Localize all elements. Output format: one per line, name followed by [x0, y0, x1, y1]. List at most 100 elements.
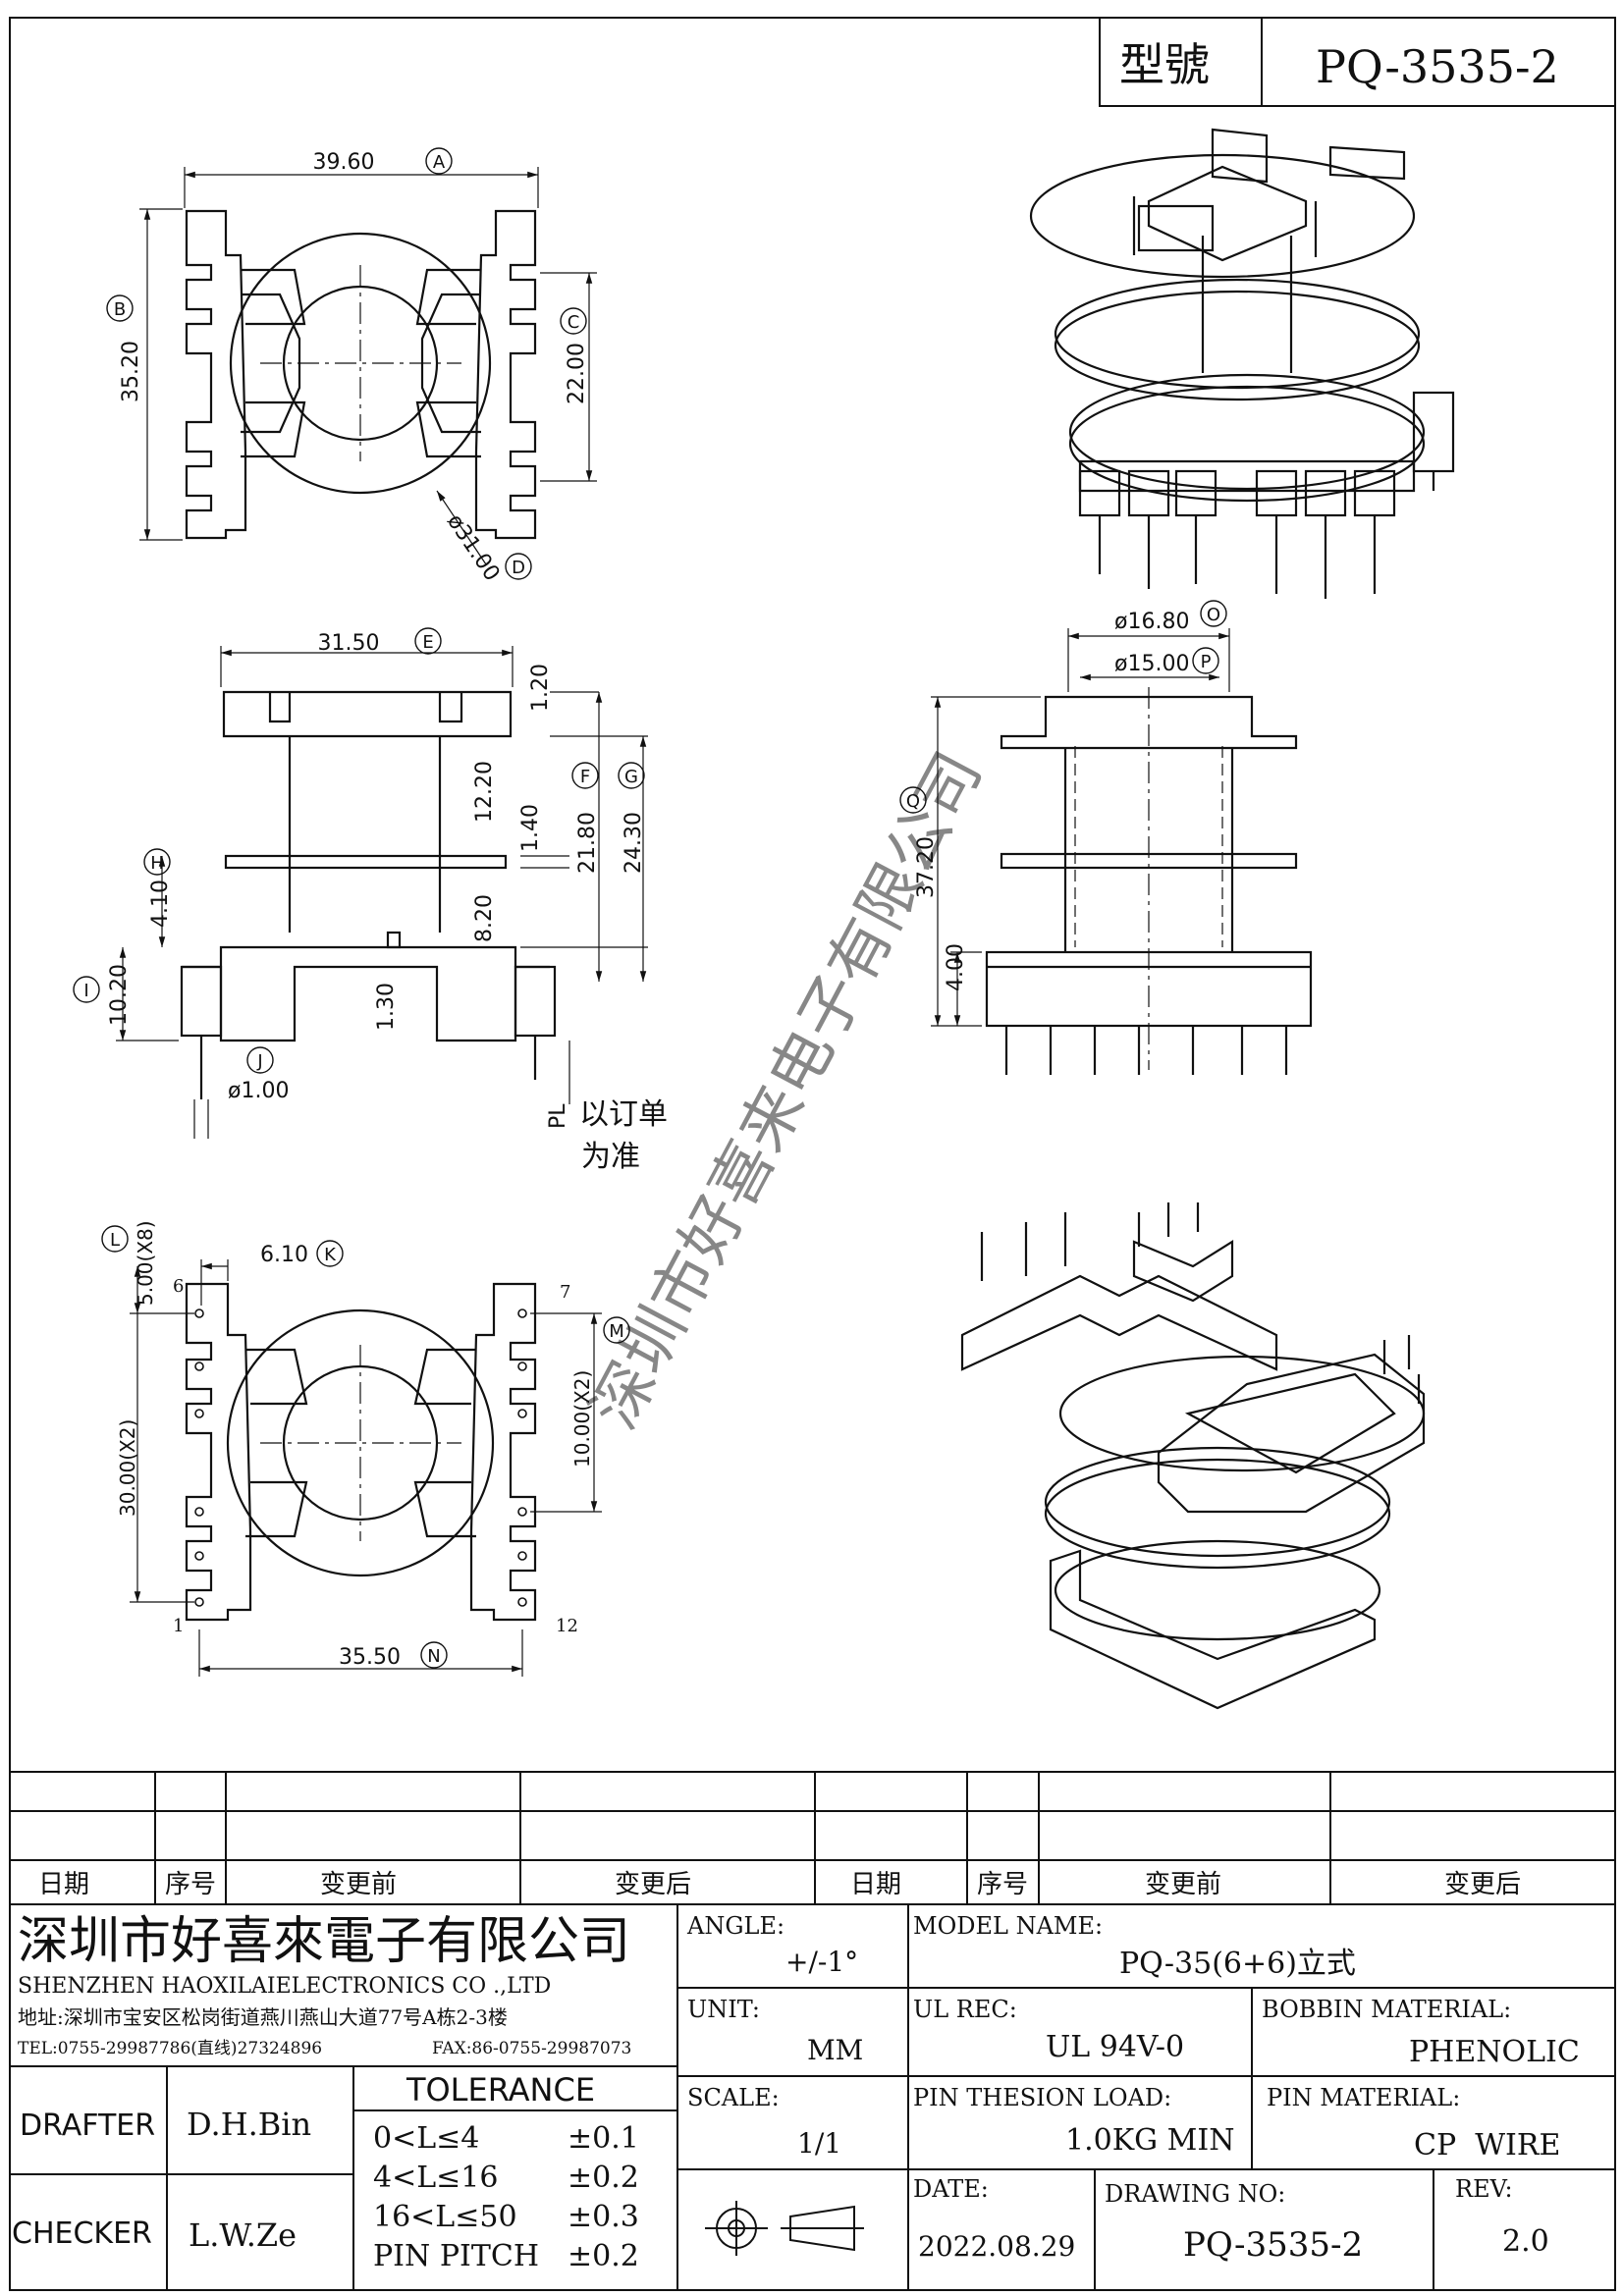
drafter-label: DRAFTER	[20, 2109, 155, 2143]
bottom-view-dims	[130, 1259, 602, 1677]
bottom-view	[185, 1282, 537, 1622]
bobbin-material-label: BOBBIN MATERIAL:	[1262, 1996, 1511, 2023]
pin-load-label: PIN THESION LOAD:	[913, 2084, 1171, 2111]
company-fax: FAX:86-0755-29987073	[432, 2039, 631, 2058]
side-view-dims	[931, 628, 1230, 1027]
tol-value-4: ±0.2	[568, 2239, 639, 2273]
drafter-value: D.H.Bin	[187, 2106, 311, 2143]
dim-m-value: 10.00(X2)	[570, 1370, 594, 1468]
pl-note-line2: 为准	[581, 1140, 640, 1174]
dim-m-tag: M	[609, 1321, 624, 1342]
angle-value: +/-1°	[785, 1946, 858, 1978]
projection-symbol-icon	[705, 2201, 864, 2256]
dim-j-value: ø1.00	[228, 1079, 289, 1103]
dim-k-tag: K	[324, 1245, 337, 1265]
pin-material-label: PIN MATERIAL:	[1267, 2084, 1460, 2111]
rev-header-date-2: 日期	[850, 1870, 901, 1899]
sheet-border	[9, 17, 1616, 2291]
bobbin-material-value: PHENOLIC	[1409, 2035, 1580, 2069]
rev-header-after-1: 变更后	[615, 1870, 691, 1899]
dim-top-value: 1.20	[528, 664, 553, 712]
side-view	[985, 687, 1313, 1075]
dim-g-tag: G	[624, 767, 638, 787]
company-name-cn: 深圳市好喜來電子有限公司	[18, 1912, 630, 1971]
dim-q-value: 37.20	[914, 836, 939, 898]
drawing-no-label: DRAWING NO:	[1105, 2180, 1285, 2208]
dim-p-tag: P	[1201, 652, 1212, 672]
revision-table	[10, 1771, 1615, 1905]
dim-side-base-value: 4.00	[944, 943, 968, 991]
ul-value: UL 94V-0	[1046, 2030, 1184, 2064]
rev-header-seq-1: 序号	[165, 1870, 216, 1899]
tolerance-title: TOLERANCE	[406, 2071, 595, 2109]
dim-i-tag: I	[83, 981, 88, 1001]
dim-k-value: 6.10	[260, 1243, 308, 1267]
ul-label: UL REC:	[913, 1996, 1017, 2023]
dim-b-tag: B	[114, 299, 126, 320]
front-view-dims	[116, 646, 648, 1139]
dim-d-tag: D	[512, 558, 525, 578]
drawing-no-value: PQ-3535-2	[1183, 2225, 1363, 2265]
rev-header-seq-2: 序号	[977, 1870, 1028, 1899]
dim-base-value: 1.30	[374, 983, 399, 1031]
dim-n-tag: N	[427, 1646, 440, 1667]
dim-upper-value: 12.20	[472, 761, 497, 823]
revision-headers: 日期 序号 变更前 变更后 日期 序号 变更前 变更后	[38, 1870, 1521, 1899]
dim-e-tag: E	[422, 632, 433, 653]
tol-range-1: 0<L≤4	[373, 2121, 479, 2156]
pl-note-line1: 以订单	[579, 1097, 668, 1132]
dim-p-value: ø15.00	[1114, 652, 1189, 676]
rev-header-after-2: 变更后	[1444, 1870, 1521, 1899]
dim-e-value: 31.50	[318, 631, 380, 656]
tolerance-rows: 0<L≤4 ±0.1 4<L≤16 ±0.2 16<L≤50 ±0.3 PIN …	[373, 2121, 639, 2273]
dim-g-value: 24.30	[622, 812, 646, 874]
dim-f-tag: F	[580, 767, 590, 787]
dim-i-value: 10.20	[107, 964, 132, 1026]
angle-label: ANGLE:	[686, 1912, 784, 1940]
model-name-value: PQ-35(6+6)立式	[1119, 1947, 1356, 1981]
dim-j-tag: J	[256, 1051, 262, 1072]
dim-c-tag: C	[568, 312, 580, 333]
model-value: PQ-3535-2	[1316, 40, 1559, 93]
model-name-label: MODEL NAME:	[913, 1912, 1103, 1940]
date-label: DATE:	[913, 2175, 989, 2203]
pin-6-label: 6	[173, 1276, 184, 1297]
dim-lower-value: 8.20	[472, 894, 497, 942]
dim-a-tag: A	[433, 152, 446, 173]
dim-flange-value: 1.40	[518, 804, 543, 852]
rev-header-date-1: 日期	[38, 1870, 89, 1899]
dim-n-value: 35.50	[339, 1645, 401, 1670]
front-view	[180, 690, 557, 1099]
pin-load-value: 1.0KG MIN	[1065, 2123, 1234, 2158]
model-label: 型號	[1119, 38, 1210, 91]
dim-l-value: 5.00(X8)	[134, 1220, 157, 1306]
pin-12-label: 12	[556, 1616, 578, 1636]
pl-label: PL	[546, 1103, 570, 1129]
company-block: 深圳市好喜來電子有限公司 SHENZHEN HAOXILAIELECTRONIC…	[18, 1912, 631, 2058]
pin-7-label: 7	[560, 1282, 570, 1303]
title-block-grid	[10, 1904, 1615, 2290]
checker-value: L.W.Ze	[189, 2216, 297, 2254]
dim-h-value: 4.10	[148, 880, 173, 928]
unit-value: MM	[807, 2034, 863, 2066]
dim-30-value: 30.00(X2)	[116, 1419, 139, 1517]
rev-value: 2.0	[1502, 2224, 1549, 2259]
top-view	[185, 209, 537, 540]
dim-o-value: ø16.80	[1114, 610, 1189, 634]
dim-l-tag: L	[110, 1230, 120, 1251]
company-name-en: SHENZHEN HAOXILAIELECTRONICS CO .,LTD	[18, 1974, 551, 1999]
unit-label: UNIT:	[687, 1996, 760, 2023]
pin-material-value: CP WIRE	[1414, 2128, 1560, 2163]
scale-label: SCALE:	[687, 2084, 780, 2111]
dim-q-tag: Q	[906, 791, 920, 812]
rev-label: REV:	[1455, 2175, 1513, 2203]
tol-value-1: ±0.1	[568, 2121, 639, 2156]
dim-a-value: 39.60	[313, 150, 375, 175]
isometric-view-bottom	[960, 1202, 1426, 1710]
dim-d-value: ø31.00	[442, 509, 504, 585]
rev-header-before-2: 变更前	[1145, 1870, 1221, 1899]
company-tel: TEL:0755-29987786(直线)27324896	[18, 2039, 322, 2058]
dim-h-tag: H	[150, 853, 164, 874]
model-header: 型號 PQ-3535-2	[1099, 17, 1616, 107]
